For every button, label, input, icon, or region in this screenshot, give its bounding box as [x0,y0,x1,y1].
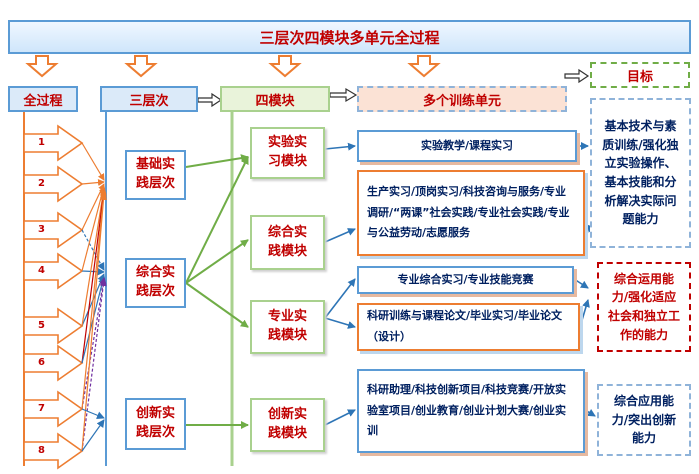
goal-basic-skills: 基本技术与素质训练/强化独立实验操作、基本技能和分析解决实际问题能力 [590,98,691,248]
unit-innovation-entrepreneurship: 科研助理/科技创新项目/科技竞赛/开放实验室项目/创业教育/创业计划大赛/创业实… [357,369,585,453]
level-basic-line2: 践层次 [135,176,175,191]
title-down-arrows [25,55,441,78]
module-experiment-line1: 实验实 [267,135,307,151]
level-comprehensive-line1: 综合实 [135,265,175,281]
process-step-3: 3 [38,224,45,235]
header-units: 多个训练单元 [357,86,567,112]
level-innovation-line1: 创新实 [135,406,175,422]
process-step-7: 7 [38,403,45,414]
process-step-2: 2 [38,178,45,189]
header-levels: 三层次 [100,86,198,112]
step-chevrons [23,124,84,470]
module-professional-line2: 践模块 [267,328,307,343]
module-innovation-line1: 创新实 [267,407,307,423]
step-to-level-lines [81,142,107,452]
goal-innovation-ability: 综合应用能力/突出创新能力 [597,384,691,456]
module-professional: 专业实 践模块 [250,300,325,354]
process-step-5: 5 [38,320,45,331]
module-experiment-line2: 习模块 [267,154,307,169]
page-title: 三层次四模块多单元全过程 [8,20,691,54]
level-comprehensive-line2: 践层次 [135,284,175,299]
module-innovation-line2: 践模块 [267,426,307,441]
header-modules: 四模块 [220,86,330,112]
header-goals: 目标 [590,62,690,88]
module-comprehensive-line2: 践模块 [267,243,307,259]
header-process: 全过程 [8,86,78,112]
unit-research-thesis: 科研训练与课程论文/毕业实习/毕业论文（设计） [357,303,580,351]
module-comprehensive: 综合实 践模块 [250,215,325,270]
process-step-8: 8 [38,445,45,456]
level-basic-line1: 基础实 [135,157,175,173]
unit-comprehensive-internship: 专业综合实习/专业技能竞赛 [357,266,574,294]
process-step-4: 4 [38,265,45,276]
process-step-1: 1 [38,137,45,148]
unit-practice-service: 生产实习/顶岗实习/科技咨询与服务/专业调研/“两课”社会实践/专业社会实践/专… [357,170,585,256]
level-basic: 基础实 践层次 [125,150,186,200]
module-to-unit-arrows [324,142,356,426]
unit-experimental-teaching: 实验教学/课程实习 [357,130,577,162]
level-to-module-arrows [185,154,249,429]
header-chain-arrows [197,68,590,108]
module-comprehensive-line1: 综合实 [267,224,307,240]
module-professional-line1: 专业实 [267,309,307,325]
goal-comprehensive-ability: 综合运用能力/强化适应社会和独立工作的能力 [597,262,691,352]
process-step-6: 6 [38,357,45,368]
level-comprehensive: 综合实 践层次 [125,258,186,308]
level-innovation-line2: 践层次 [135,425,175,440]
level-innovation: 创新实 践层次 [125,398,186,450]
module-experiment: 实验实 习模块 [250,127,325,179]
unit-to-goal-arrows [573,142,596,417]
module-innovation: 创新实 践模块 [250,398,325,452]
